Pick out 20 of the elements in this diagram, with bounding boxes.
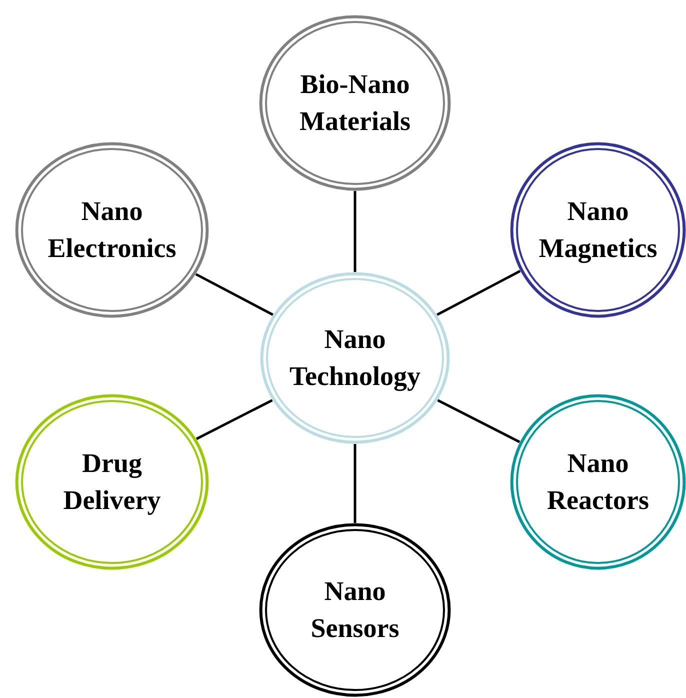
ellipse-node	[510, 394, 686, 570]
node-label: Nano Sensors	[310, 575, 400, 645]
ellipse-node	[260, 272, 450, 444]
ellipse-node	[259, 15, 451, 191]
node-label: Bio-Nano Materials	[298, 68, 412, 138]
node-label: Drug Delivery	[62, 447, 162, 517]
connector-line	[436, 270, 521, 316]
node-label: Nano Electronics	[46, 195, 178, 265]
connector-line	[196, 399, 273, 440]
connector-line	[354, 444, 356, 523]
ellipse-node	[259, 523, 451, 697]
connector-line	[195, 273, 274, 316]
ellipse-node	[510, 142, 686, 318]
node-label: Nano Reactors	[546, 447, 650, 517]
ellipse-node	[15, 142, 209, 318]
connector-line	[437, 399, 520, 444]
node-label: Nano Technology	[288, 323, 422, 393]
connector-line	[354, 191, 356, 272]
node-label: Nano Magnetics	[538, 195, 658, 265]
ellipse-node	[15, 394, 209, 570]
